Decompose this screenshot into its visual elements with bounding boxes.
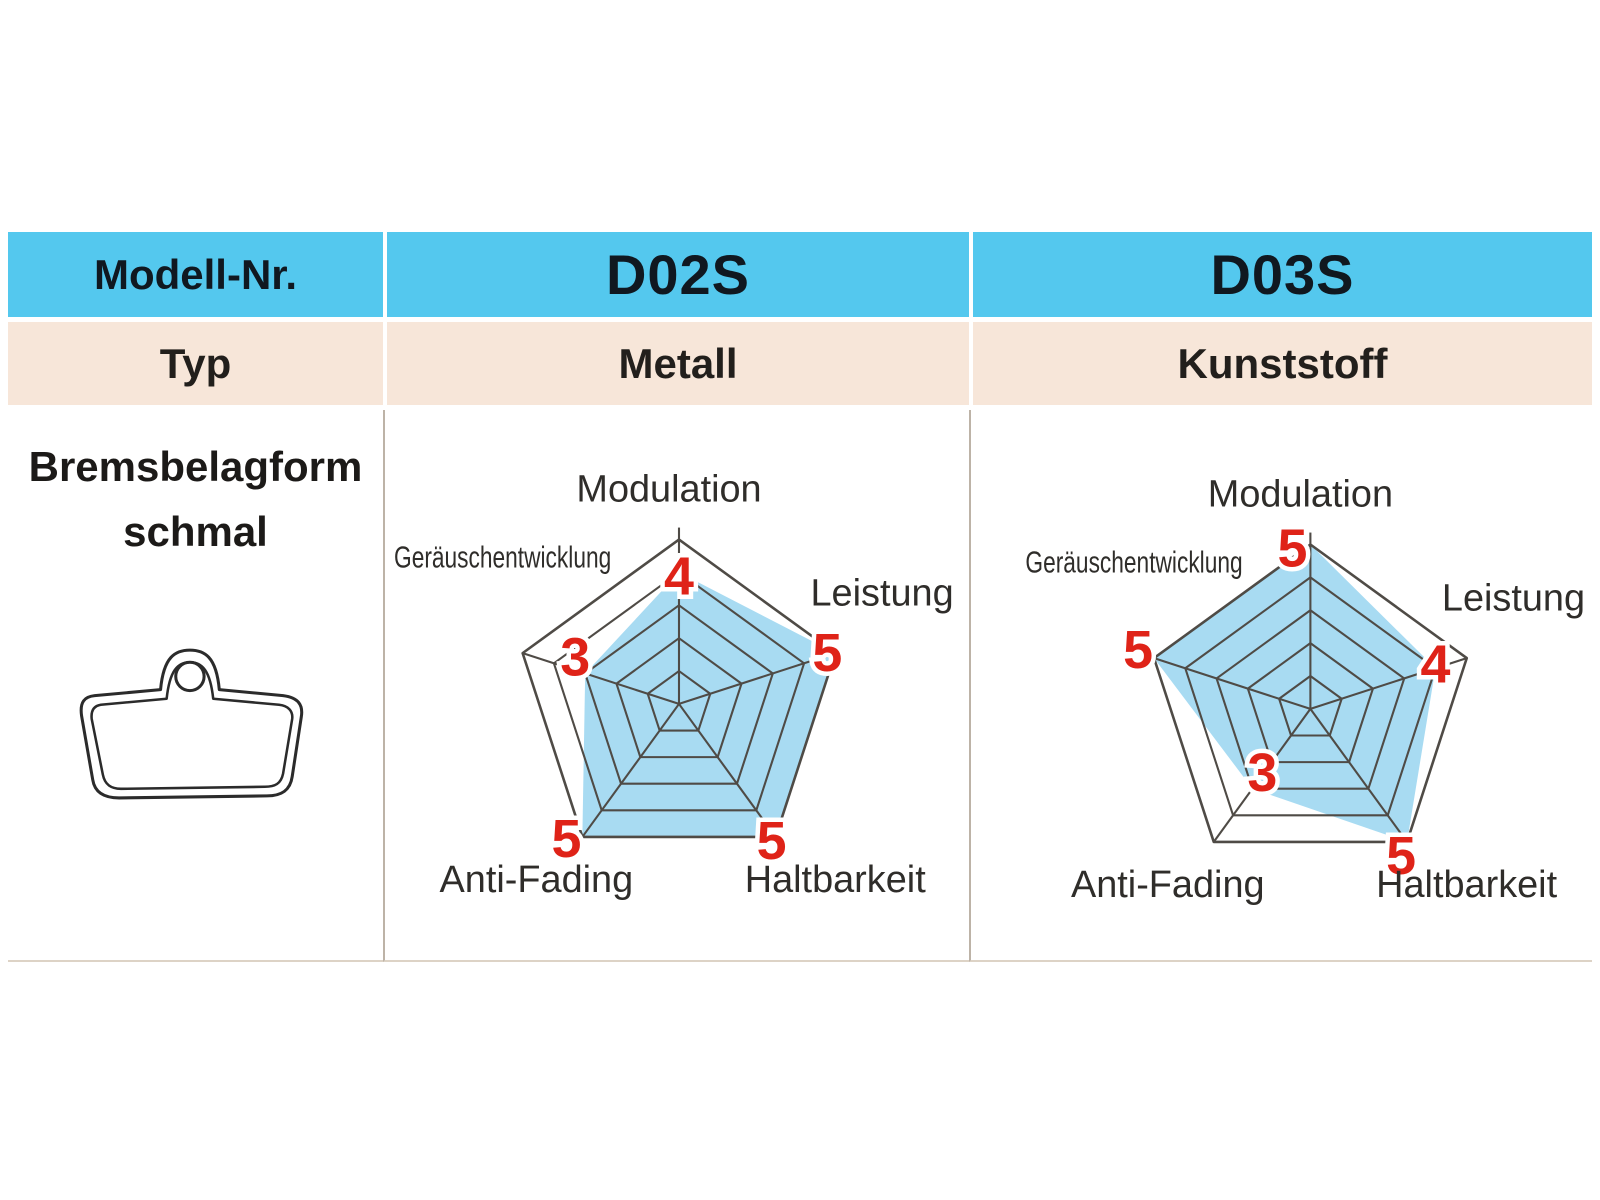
radar-value-label: 4 <box>1421 634 1451 694</box>
radar-axis-label: Anti-Fading <box>440 859 634 901</box>
radar-value-label: 3 <box>1247 743 1277 803</box>
radar-axis-label: Haltbarkeit <box>1376 864 1557 906</box>
radar-value-label: 5 <box>812 623 842 683</box>
radar-value-label: 5 <box>757 811 787 871</box>
header-cell-model-label: Modell-Nr. <box>8 232 383 322</box>
header-cell-model-2: D03S <box>969 232 1592 322</box>
shape-label-line2: schmal <box>123 508 268 556</box>
brake-pad-shape-icon <box>79 648 303 800</box>
radar-value-label: 5 <box>1277 518 1307 578</box>
radar-value-label: 5 <box>1386 826 1416 886</box>
radar-axis-label: Leistung <box>1442 577 1585 619</box>
radar-value-label: 4 <box>664 546 694 606</box>
radar-value-label: 3 <box>560 628 590 688</box>
radar-axis-label: Leistung <box>811 572 954 614</box>
type-cell-label: Typ <box>8 322 383 410</box>
shape-label: Bremsbelagform schmal <box>29 434 363 564</box>
radar-axis-label: Geräuschentwicklung <box>394 539 611 574</box>
shape-cell: Bremsbelagform schmal <box>8 410 383 962</box>
header-cell-model-1: D02S <box>383 232 969 322</box>
type-cell-kunststoff: Kunststoff <box>969 322 1592 410</box>
radar-axis-label: Anti-Fading <box>1071 864 1265 906</box>
radar-data-area <box>1154 544 1436 842</box>
radar-axis-label: Geräuschentwicklung <box>1025 544 1242 579</box>
radar-value-label: 5 <box>551 809 581 869</box>
radar-axis-label: Modulation <box>1208 474 1393 516</box>
radar-value-label: 5 <box>1123 620 1153 680</box>
radar-axis-label: Modulation <box>576 469 761 511</box>
radar-svg-d03s: 54535ModulationLeistungHaltbarkeitAnti-F… <box>1025 474 1585 907</box>
shape-label-line1: Bremsbelagform <box>28 443 363 490</box>
spec-table: Modell-Nr. D02S D03S Typ Metall Kunststo… <box>8 232 1592 962</box>
radar-data-area <box>582 572 836 837</box>
type-cell-metall: Metall <box>383 322 969 410</box>
radar-axis-label: Haltbarkeit <box>745 859 926 901</box>
